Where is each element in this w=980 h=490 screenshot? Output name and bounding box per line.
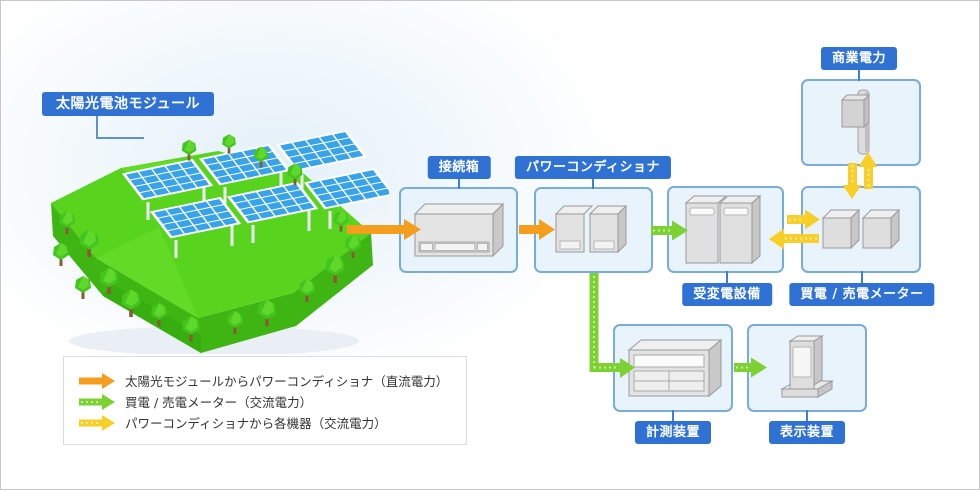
legend: 太陽光モジュールからパワーコンディショナ（直流電力） 買電 / 売電メーター（交… [63,356,467,445]
label-power-conditioner: パワーコンディショナ [514,156,672,179]
node-meter [801,186,921,273]
measurement-device-icon [627,338,723,398]
legend-item-ac-devices: パワーコンディショナから各機器（交流電力） [78,412,466,433]
display-kiosk-icon [780,335,834,398]
connector-junction [458,177,460,189]
node-power-conditioner [534,187,653,273]
label-meter: 買電 / 売電メーター [789,283,935,306]
connector-meter [861,271,863,286]
connector-solar-label [96,113,98,139]
connector-conditioner [592,177,594,189]
node-display-device [747,324,867,412]
label-display: 表示装置 [768,421,846,444]
node-measurement-device [613,324,733,412]
green-arrow-icon [79,394,115,410]
legend-item-ac-meter: 買電 / 売電メーター（交流電力） [78,391,466,412]
node-junction-box [399,187,518,273]
connector-measurement [672,410,674,424]
power-conditioner-icon [554,204,627,254]
utility-pole-icon [840,89,871,154]
solar-farm-illustration [51,129,389,354]
legend-item-dc: 太陽光モジュールからパワーコンディショナ（直流電力） [78,370,466,391]
label-junction-box: 接続箱 [427,156,491,179]
label-solar-module: 太陽光電池モジュール [41,92,215,116]
junction-box-icon [413,202,504,258]
node-substation [667,186,784,273]
power-meters-icon [821,208,901,249]
node-commercial-power [801,79,921,166]
yellow-arrow-icon [79,415,115,431]
substation-cabinets-icon [684,194,761,264]
label-substation: 受変電設備 [682,283,772,306]
legend-label-ac-devices: パワーコンディショナから各機器（交流電力） [125,416,387,431]
label-commercial-power: 商業電力 [820,47,898,70]
connector-display [806,410,808,424]
label-measurement: 計測装置 [634,421,712,444]
connector-substation [726,271,728,286]
connector-commercial [858,68,860,81]
legend-label-dc: 太陽光モジュールからパワーコンディショナ（直流電力） [125,374,449,389]
legend-label-ac-meter: 買電 / 売電メーター（交流電力） [125,395,313,410]
orange-arrow-icon [79,373,115,389]
connector-solar-label-h [96,137,144,139]
